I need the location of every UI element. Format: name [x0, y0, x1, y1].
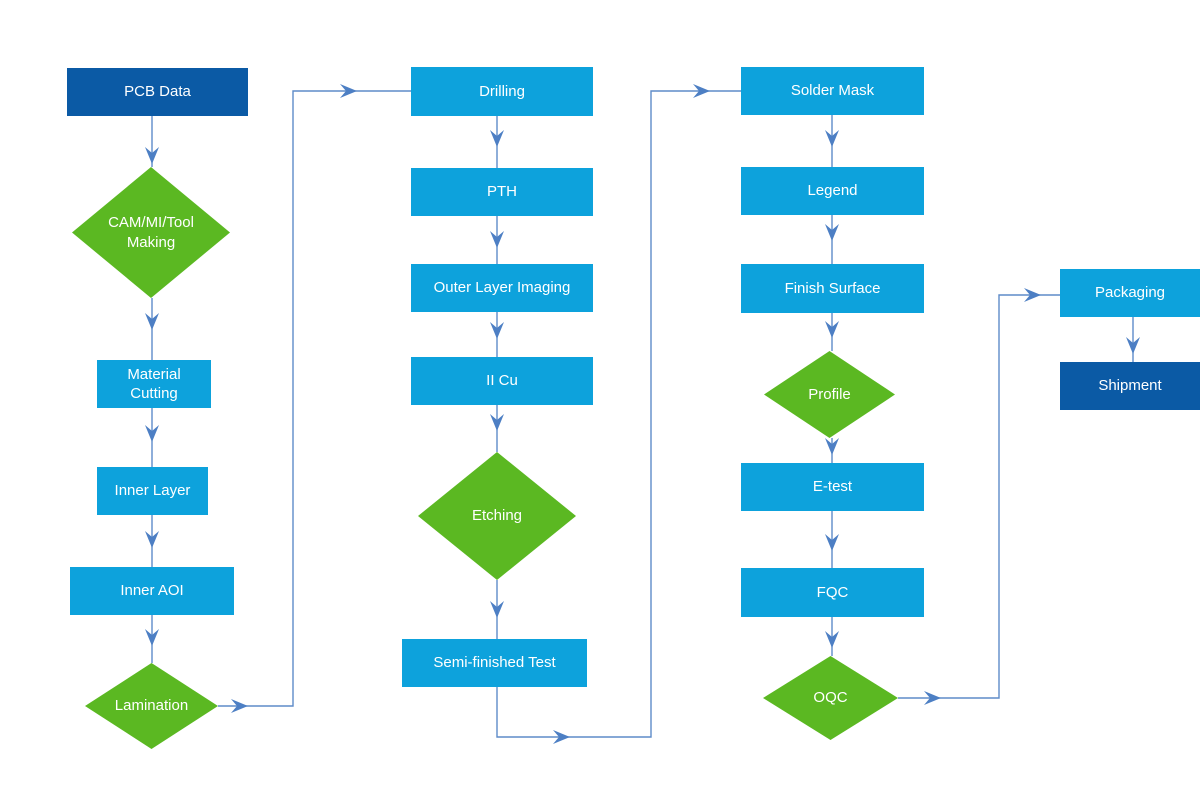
flowchart-node-fqc: FQC [741, 568, 924, 617]
node-label: Packaging [1094, 284, 1166, 302]
node-label: Finish Surface [784, 279, 881, 297]
node-label: Drilling [479, 82, 525, 100]
node-label: FQC [816, 583, 849, 601]
node-label: Material Cutting [127, 365, 181, 403]
node-label: PCB Data [124, 83, 191, 101]
flowchart-node-ii-cu: II Cu [411, 357, 593, 405]
node-label: PTH [487, 183, 517, 201]
node-label: Inner Layer [114, 482, 191, 500]
flowchart-node-semi-finished-test: Semi-finished Test [402, 639, 587, 687]
flowchart-node-pcb-data: PCB Data [67, 68, 248, 116]
node-label: Profile [808, 385, 851, 403]
node-label: Legend [807, 182, 858, 200]
flowchart-node-shipment: Shipment [1060, 362, 1200, 410]
flowchart-node-outer-layer-imaging: Outer Layer Imaging [411, 264, 593, 312]
flow-connector [496, 90, 741, 738]
node-label: Etching [471, 507, 523, 525]
flowchart-node-solder-mask: Solder Mask [741, 67, 924, 115]
flowchart-node-legend: Legend [741, 167, 924, 215]
node-label: Inner AOI [120, 582, 184, 600]
flow-connector [898, 294, 1060, 699]
flowchart-node-material-cutting: Material Cutting [97, 360, 211, 408]
flowchart-node-e-test: E-test [741, 463, 924, 511]
node-label: Lamination [114, 697, 189, 715]
node-label: OQC [813, 689, 848, 707]
flowchart-node-pth: PTH [411, 168, 593, 216]
flowchart-node-packaging: Packaging [1060, 269, 1200, 317]
node-label: II Cu [486, 372, 518, 390]
flowchart-node-drilling: Drilling [411, 67, 593, 116]
node-label: Outer Layer Imaging [433, 279, 571, 297]
node-label: E-test [812, 478, 853, 496]
node-label: Solder Mask [790, 82, 875, 100]
flowchart-node-finish-surface: Finish Surface [741, 264, 924, 313]
flow-connector [218, 90, 411, 707]
flowchart-node-inner-layer: Inner Layer [97, 467, 208, 515]
node-label: CAM/MI/Tool Making [108, 214, 194, 251]
node-label: Semi-finished Test [433, 654, 556, 672]
flowchart-node-inner-aoi: Inner AOI [70, 567, 234, 615]
node-label: Shipment [1098, 377, 1162, 395]
